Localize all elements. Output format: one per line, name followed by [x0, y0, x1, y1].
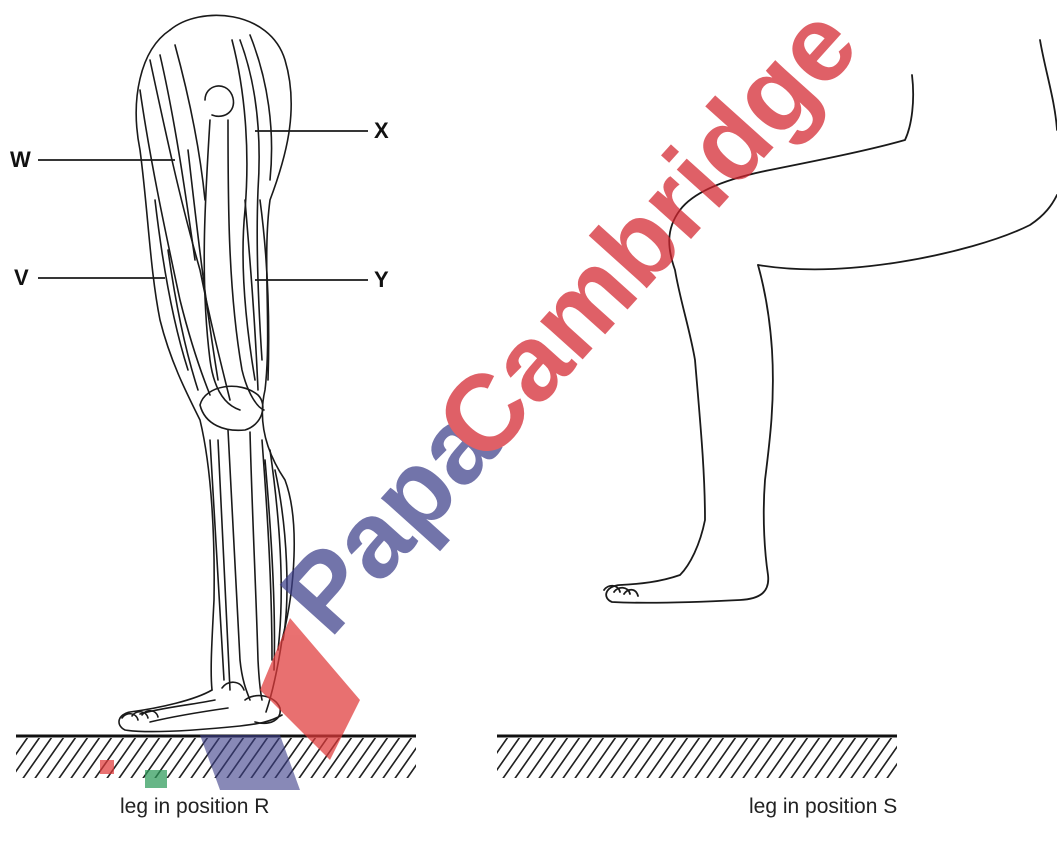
muscular-leg-r — [119, 15, 294, 731]
label-v: V — [14, 267, 29, 289]
caption-position-s: leg in position S — [749, 796, 897, 817]
label-y: Y — [374, 269, 389, 291]
label-w: W — [10, 149, 31, 171]
caption-position-r: leg in position R — [120, 796, 269, 817]
label-leaders — [38, 131, 368, 280]
label-x: X — [374, 120, 389, 142]
ground-s — [497, 736, 897, 778]
ground-r — [16, 736, 416, 778]
outline-leg-s — [604, 40, 1057, 603]
